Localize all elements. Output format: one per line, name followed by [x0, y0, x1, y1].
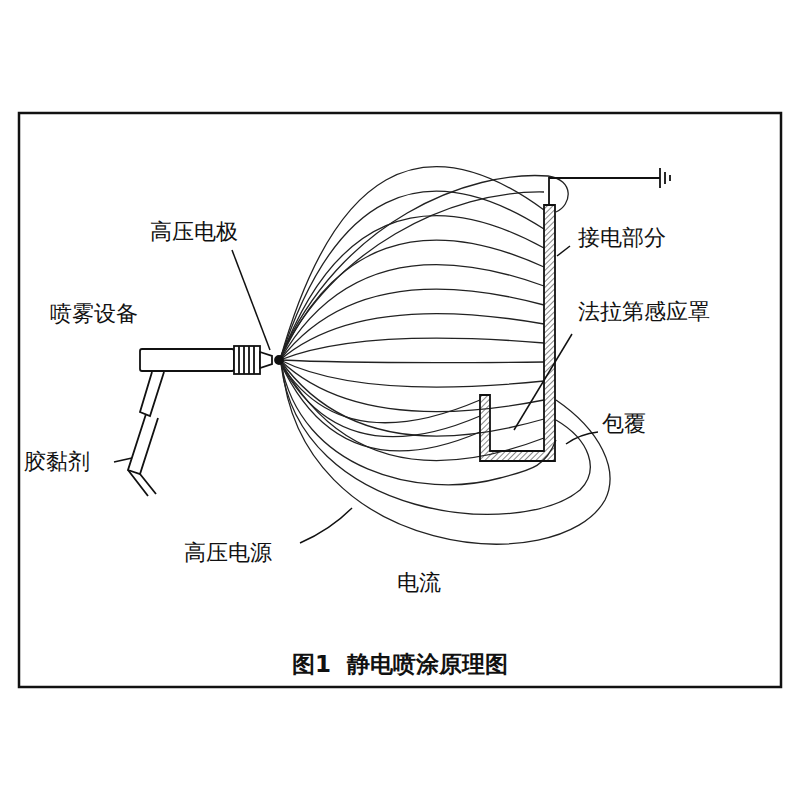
grounded-cup — [480, 205, 555, 461]
part-label: 喷雾设备 — [48, 302, 140, 326]
figure-caption: 图1 静电喷涂原理图 — [288, 652, 512, 677]
field-line — [280, 176, 568, 358]
field-line — [280, 314, 544, 360]
part-label: 法拉第感应罩 — [576, 300, 712, 324]
spray-gun — [128, 346, 283, 496]
field-line — [280, 360, 544, 436]
field-line — [280, 362, 480, 437]
part-label: 胶黏剂 — [22, 450, 92, 474]
field-line — [280, 191, 544, 360]
frame — [19, 113, 781, 687]
part-label: 高压电极 — [148, 220, 240, 244]
field-line — [280, 192, 544, 358]
field-line — [280, 216, 544, 360]
part-label: 高压电源 — [182, 541, 274, 565]
field-line — [280, 360, 544, 363]
field-line — [280, 167, 544, 360]
field-line — [280, 360, 544, 461]
part-label: 包覆 — [600, 412, 648, 436]
part-label: 接电部分 — [576, 226, 668, 250]
field-lines — [280, 167, 610, 544]
field-line — [282, 365, 610, 544]
field-line — [280, 360, 544, 387]
part-label: 电流 — [395, 571, 443, 595]
field-line — [280, 338, 544, 360]
ground-wire — [549, 168, 670, 205]
field-line — [280, 289, 544, 360]
field-line — [280, 240, 544, 360]
field-line — [280, 265, 544, 360]
field-line — [280, 362, 480, 423]
leader-lines — [114, 246, 598, 543]
